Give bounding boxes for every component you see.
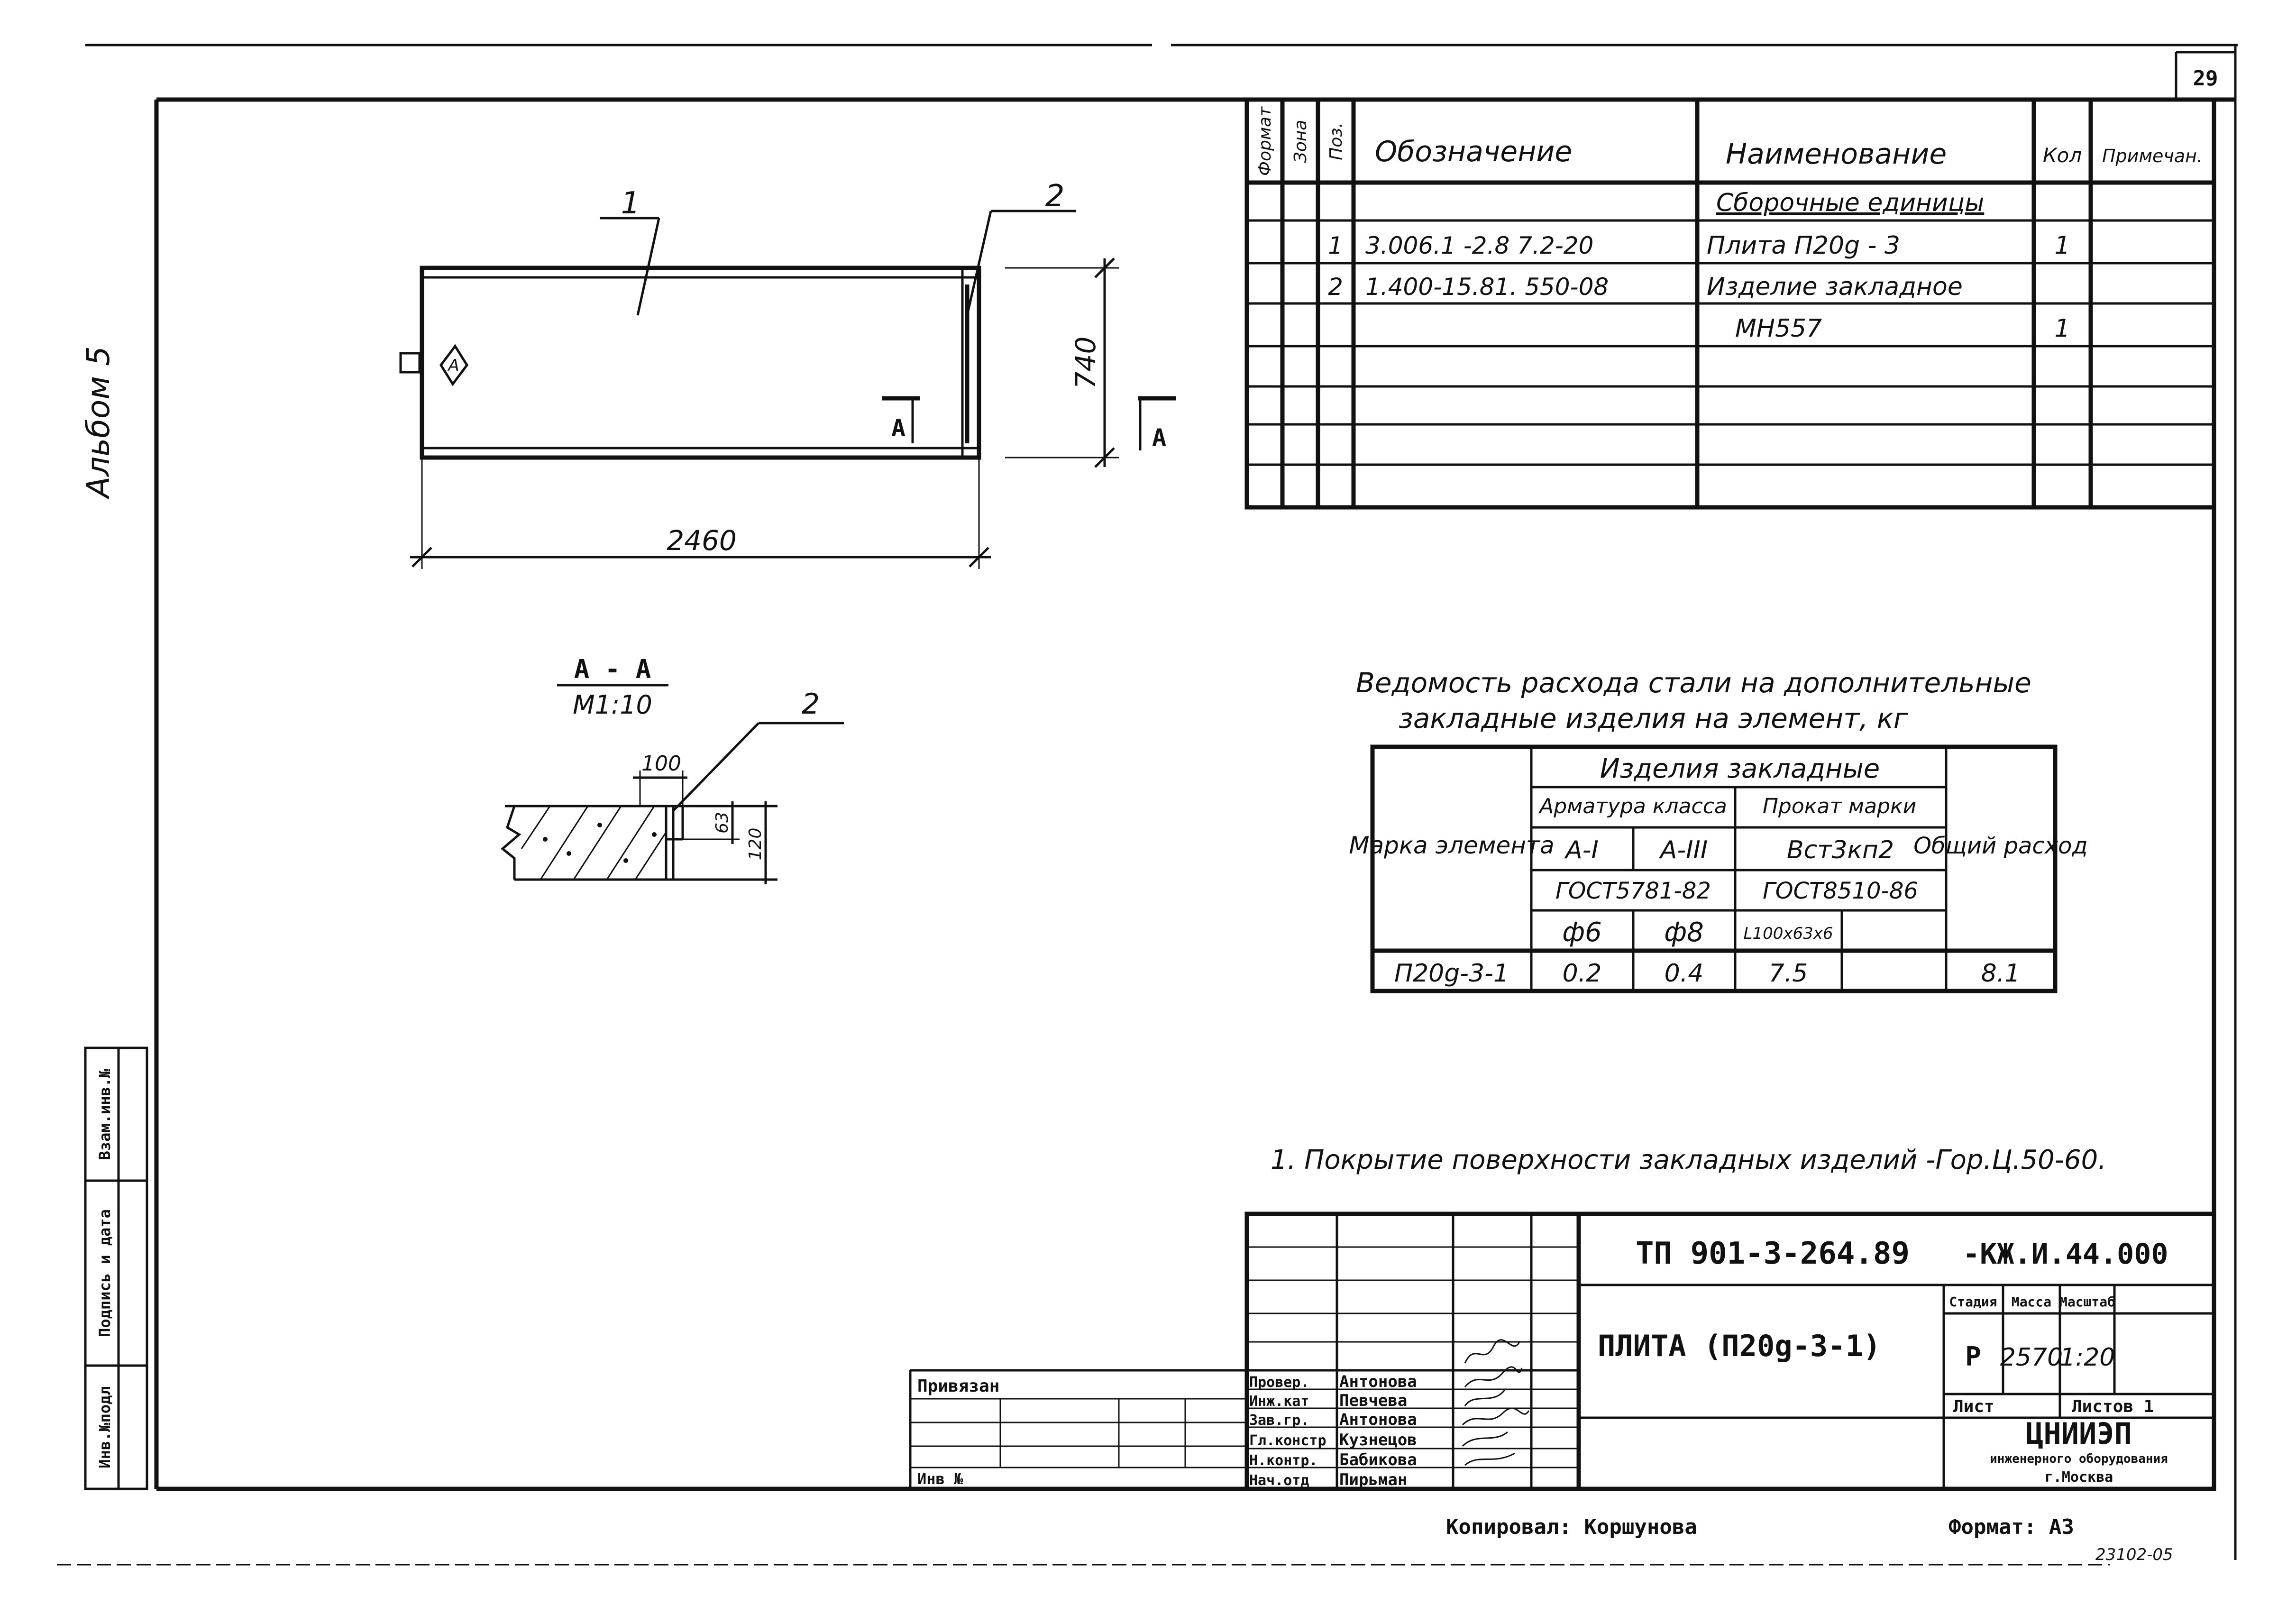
spec-row-3-designation: 1.400-15.81. 550-08 [1365,273,1609,301]
role-chief-designer: Гл.констр [1249,1432,1326,1449]
title-block [909,1211,2216,1491]
spec-row-3-pos: 2 [1328,273,1343,301]
spec-row-4-name: МН557 [1735,314,1822,343]
spec-header-note: Примечан. [2102,146,2203,166]
general-note: 1. Покрытие поверхности закладных издели… [1271,1145,2106,1175]
spec-row-1-name: Сборочные единицы [1716,189,1984,217]
spec-row-3-name: Изделие закладное [1707,273,1963,301]
inv-label: Инв № [917,1470,963,1488]
stamp-replaced-inv: Взам.инв.№ [96,1068,114,1160]
spec-row-2-pos: 1 [1328,232,1343,259]
doc-code: ТП 901-3-264.89 [1636,1236,1910,1271]
name-norm-control: Бабикова [1339,1450,1417,1469]
dim-120: 120 [746,828,765,861]
spec-row-2-designation: 3.006.1 -2.8 7.2-20 [1365,232,1593,259]
section-mark-right: А [1152,424,1166,451]
sheet-label: Лист [1953,1397,1994,1416]
mass-value: 2570 [2000,1343,2063,1372]
section-callout: 2 [802,688,820,721]
drawing-name: ПЛИТА (П20g-3-1) [1598,1329,1881,1363]
org-sub-1: инженерного оборудования [1990,1452,2168,1466]
steel-row-steel: 7.5 [1769,959,1808,988]
scale-value: 1:20 [2060,1343,2115,1372]
role-dept-head: Нач.отд [1249,1472,1309,1489]
plan-view: A [399,210,1176,569]
role-norm-control: Н.контр. [1249,1452,1318,1469]
doc-suffix: -КЖ.И.44.000 [1963,1238,2168,1271]
steel-row-mark: П20g-3-1 [1394,959,1509,988]
steel-class-a3: A-III [1659,836,1708,864]
spec-header-zone: Зона [1291,120,1310,163]
steel-class-a1: A-I [1564,836,1599,864]
steel-group-header: Изделия закладные [1600,753,1880,784]
steel-row-a3: 0.4 [1665,959,1704,988]
section-mark-left: А [891,414,906,442]
steel-title-line-2: закладные изделия на элемент, кг [1399,702,1908,734]
scale-label: Масштаб [2059,1294,2115,1310]
callout-1: 1 [621,186,640,221]
role-checked: Провер. [1249,1374,1309,1391]
steel-table [1370,744,2058,993]
role-engineer: Инж.кат [1249,1393,1309,1410]
steel-gost-rolled: ГОСТ8510-86 [1763,878,1918,904]
stamp-signature-date: Подпись и дата [96,1209,114,1337]
name-group-head: Антонова [1339,1410,1417,1429]
steel-row-total: 8.1 [1981,959,2021,988]
steel-dia-6: ф6 [1562,917,1602,948]
linked-label: Привязан [917,1376,999,1396]
copied-by: Копировал: Коршунова [1446,1515,1697,1539]
org-name: ЦНИИЭП [2026,1416,2132,1451]
dim-63: 63 [713,812,732,834]
spec-header-name: Наименование [1726,138,1947,171]
name-engineer: Певчева [1339,1391,1407,1410]
footer-code: 23102-05 [2095,1545,2173,1564]
spec-header-designation: Обозначение [1375,135,1572,168]
spec-row-2-qty: 1 [2054,231,2070,260]
format-label: Формат: А3 [1948,1515,2074,1539]
section-view [501,684,844,884]
dim-height: 740 [1070,337,1102,389]
side-stamp [84,1046,148,1490]
svg-text:A: A [447,356,459,375]
name-dept-head: Пирьман [1339,1470,1407,1489]
spec-row-4-qty: 1 [2054,314,2070,343]
steel-angle: L100x63x6 [1744,924,1833,943]
name-checked: Антонова [1339,1372,1417,1391]
steel-dia-8: ф8 [1664,917,1704,948]
spec-header-pos: Поз. [1326,122,1346,160]
steel-rebar-header: Арматура класса [1538,794,1727,818]
steel-rolled-header: Прокат марки [1763,794,1916,818]
spec-table [1244,97,2216,510]
steel-mark-header: Марка элемента [1349,832,1554,859]
callout-2: 2 [1045,179,1065,214]
steel-total-header: Общий расход [1913,833,2087,859]
mass-label: Масса [2012,1294,2051,1310]
role-group-head: Зав.гр. [1249,1412,1309,1429]
dim-length: 2460 [667,524,737,557]
stamp-inv-original: Инв.№подл [96,1386,114,1468]
spec-header-qty: Кол [2043,144,2082,167]
stage-label: Стадия [1949,1294,1997,1310]
name-chief-designer: Кузнецов [1339,1431,1417,1450]
steel-gost-rebar: ГОСТ5781-82 [1555,878,1711,904]
spec-row-2-name: Плита П20g - 3 [1707,231,1900,260]
sheets-label: Листов 1 [2072,1397,2154,1416]
steel-title-line-1: Ведомость расхода стали на дополнительны… [1356,667,2031,699]
dim-100: 100 [641,752,681,776]
steel-row-a1: 0.2 [1563,959,1602,988]
org-sub-2: г.Москва [2045,1469,2113,1486]
steel-class-steel: Вст3кп2 [1787,836,1894,864]
spec-header-format: Формат [1255,106,1275,176]
stage-value: Р [1965,1341,1981,1372]
section-scale: М1:10 [573,690,652,720]
sheet-number: 29 [2193,66,2218,91]
album-label: Альбом 5 [80,346,117,500]
section-title: А - А [574,654,651,684]
